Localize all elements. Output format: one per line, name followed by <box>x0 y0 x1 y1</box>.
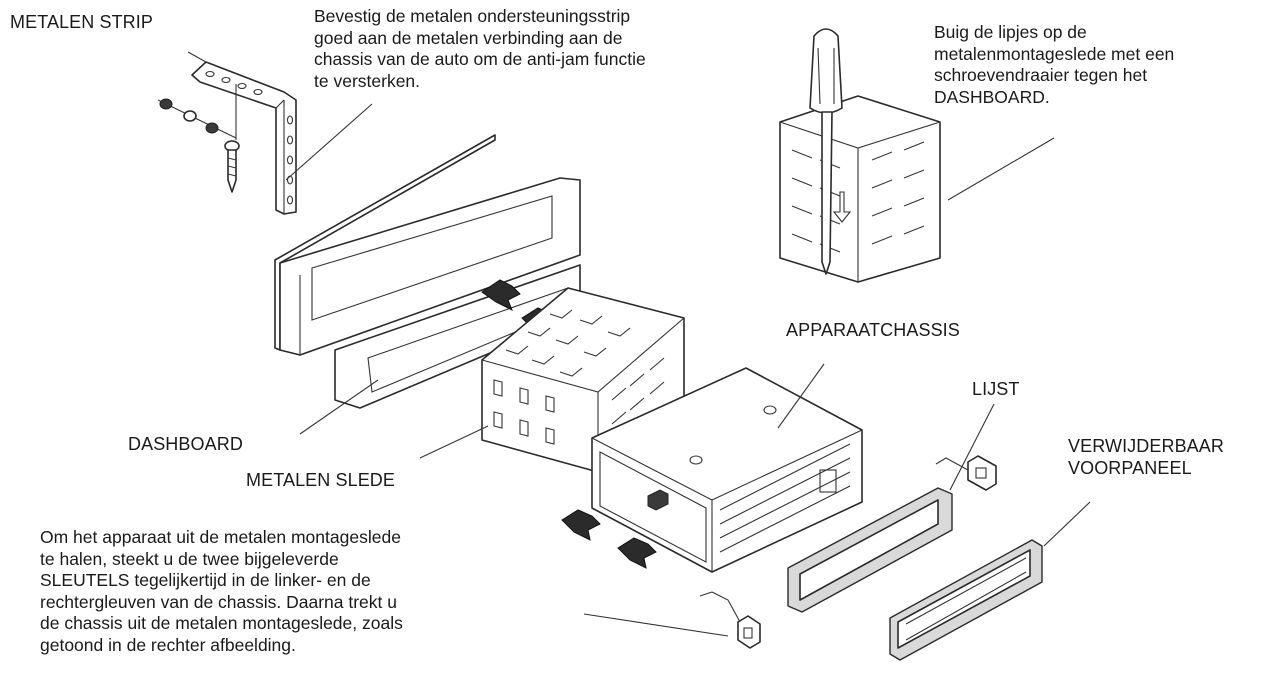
unit-chassis-part <box>591 367 863 573</box>
direction-arrow-icon <box>617 537 657 569</box>
strip-note-line: Bevestig de metalen ondersteuningsstrip <box>314 6 631 26</box>
tabs-note-line: schroevendraaier tegen het <box>934 65 1148 85</box>
removal-note-line: te halen, steekt u de twee bijgeleverde <box>40 548 339 569</box>
metal-sleeve-label: METALEN SLEDE <box>246 470 396 490</box>
frame-part <box>787 487 953 613</box>
metal-strip-label: METALEN STRIP <box>10 12 153 32</box>
strip-note-line: chassis van de auto om de anti-jam funct… <box>314 49 646 69</box>
removal-note-line: de chassis uit de metalen montageslede, … <box>40 613 403 633</box>
strip-note: Bevestig de metalen ondersteuningsstrip … <box>314 6 646 92</box>
tabs-note-line: Buig de lipjes op de <box>934 22 1087 42</box>
removal-note: Om het apparaat uit de metalen montagesl… <box>40 527 403 656</box>
removal-note-line: rechtergleuven van de chassis. Daarna tr… <box>40 591 397 612</box>
dashboard-label: DASHBOARD <box>128 434 243 454</box>
direction-arrow-icon <box>481 279 521 312</box>
screwdriver-icon <box>809 28 843 275</box>
frame-label: LIJST <box>972 379 1020 399</box>
direction-arrow-icon <box>561 509 601 541</box>
unit-chassis-label: APPARAATCHASSIS <box>786 320 960 340</box>
removal-note-line: getoond in de rechter afbeelding. <box>40 634 296 655</box>
key-icon <box>711 591 761 649</box>
tabs-note-line: metalenmontageslede met een <box>934 43 1175 64</box>
front-panel-label-line1: VERWIJDERBAAR <box>1068 436 1224 456</box>
tabs-note: Buig de lipjes op de metalenmontageslede… <box>934 22 1174 108</box>
tabs-inset-illustration <box>779 95 941 283</box>
leader-lines <box>187 51 1091 637</box>
front-panel-label-line2: VOORPANEEL <box>1068 458 1192 478</box>
removal-note-line: Om het apparaat uit de metalen montagesl… <box>40 527 401 547</box>
tabs-note-line: DASHBOARD. <box>934 86 1050 107</box>
screw-icon <box>157 98 240 193</box>
metal-strip-part <box>191 61 297 215</box>
dashboard-part <box>274 134 581 356</box>
front-panel-part <box>889 539 1043 661</box>
strip-note-line: goed aan de metalen verbinding aan de <box>314 27 623 48</box>
removal-note-line: SLEUTELS tegelijkertijd in de linker- en… <box>40 570 371 590</box>
strip-note-line: te versterken. <box>314 70 421 91</box>
key-icon <box>935 455 997 491</box>
